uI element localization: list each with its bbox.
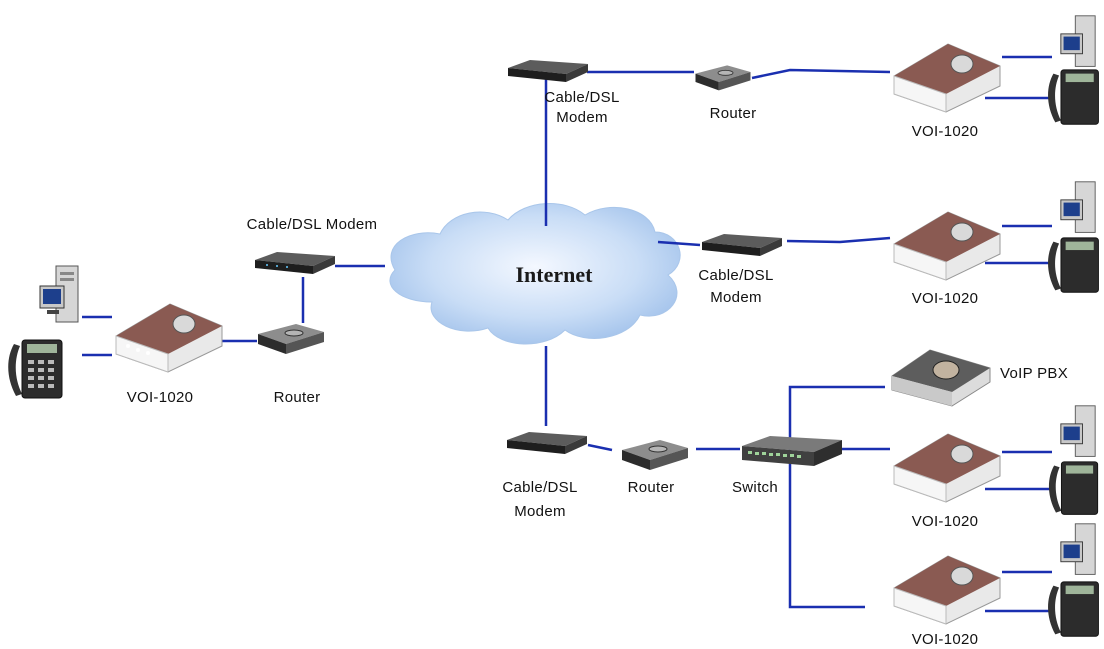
voip-gateway-icon [893,433,1001,503]
left-voip-label: VOI-1020 [126,389,194,406]
switch-label: Switch [732,479,778,496]
bot-voip2-label: VOI-1020 [911,631,979,648]
top-voip-label: VOI-1020 [911,123,979,140]
phone-icon [1048,581,1099,637]
phone-icon [1048,461,1099,515]
pc-icon [1060,523,1096,575]
voip-gateway-icon [893,555,1001,625]
pbx-icon [891,349,991,407]
modem-icon [507,432,587,454]
router-icon [695,65,751,91]
modem-icon [702,234,782,256]
pc-icon [39,265,79,323]
top-modem-label-2: Modem [556,109,608,126]
mid-modem-label-1: Cable/DSL [698,267,774,284]
switch-icon [742,436,842,466]
mid-modem-label-2: Modem [710,289,762,306]
bot-voip1-label: VOI-1020 [911,513,979,530]
bot-modem-label-1: Cable/DSL [502,479,578,496]
modem-icon [508,60,588,82]
router-icon [258,324,324,354]
modem-icon [255,252,335,274]
bot-router-label: Router [627,479,675,496]
pbx-label: VoIP PBX [1000,365,1069,382]
router-icon [622,440,688,470]
voip-gateway-icon [115,303,223,373]
pc-icon [1060,181,1096,233]
bot-modem-label-2: Modem [514,503,566,520]
phone-icon [1048,69,1099,125]
top-router-label: Router [709,105,757,122]
internet-label: Internet [515,262,593,287]
wire-group [82,55,1052,613]
top-modem-label-1: Cable/DSL [544,89,620,106]
pc-icon [1060,405,1096,457]
left-router-label: Router [273,389,321,406]
pc-icon [1060,15,1096,67]
phone-icon [8,339,63,399]
phone-icon [1048,237,1099,293]
voip-gateway-icon [893,43,1001,113]
left-modem-label: Cable/DSL Modem [246,216,378,233]
mid-voip-label: VOI-1020 [911,290,979,307]
voip-gateway-icon [893,211,1001,281]
internet-cloud-icon [389,203,681,345]
